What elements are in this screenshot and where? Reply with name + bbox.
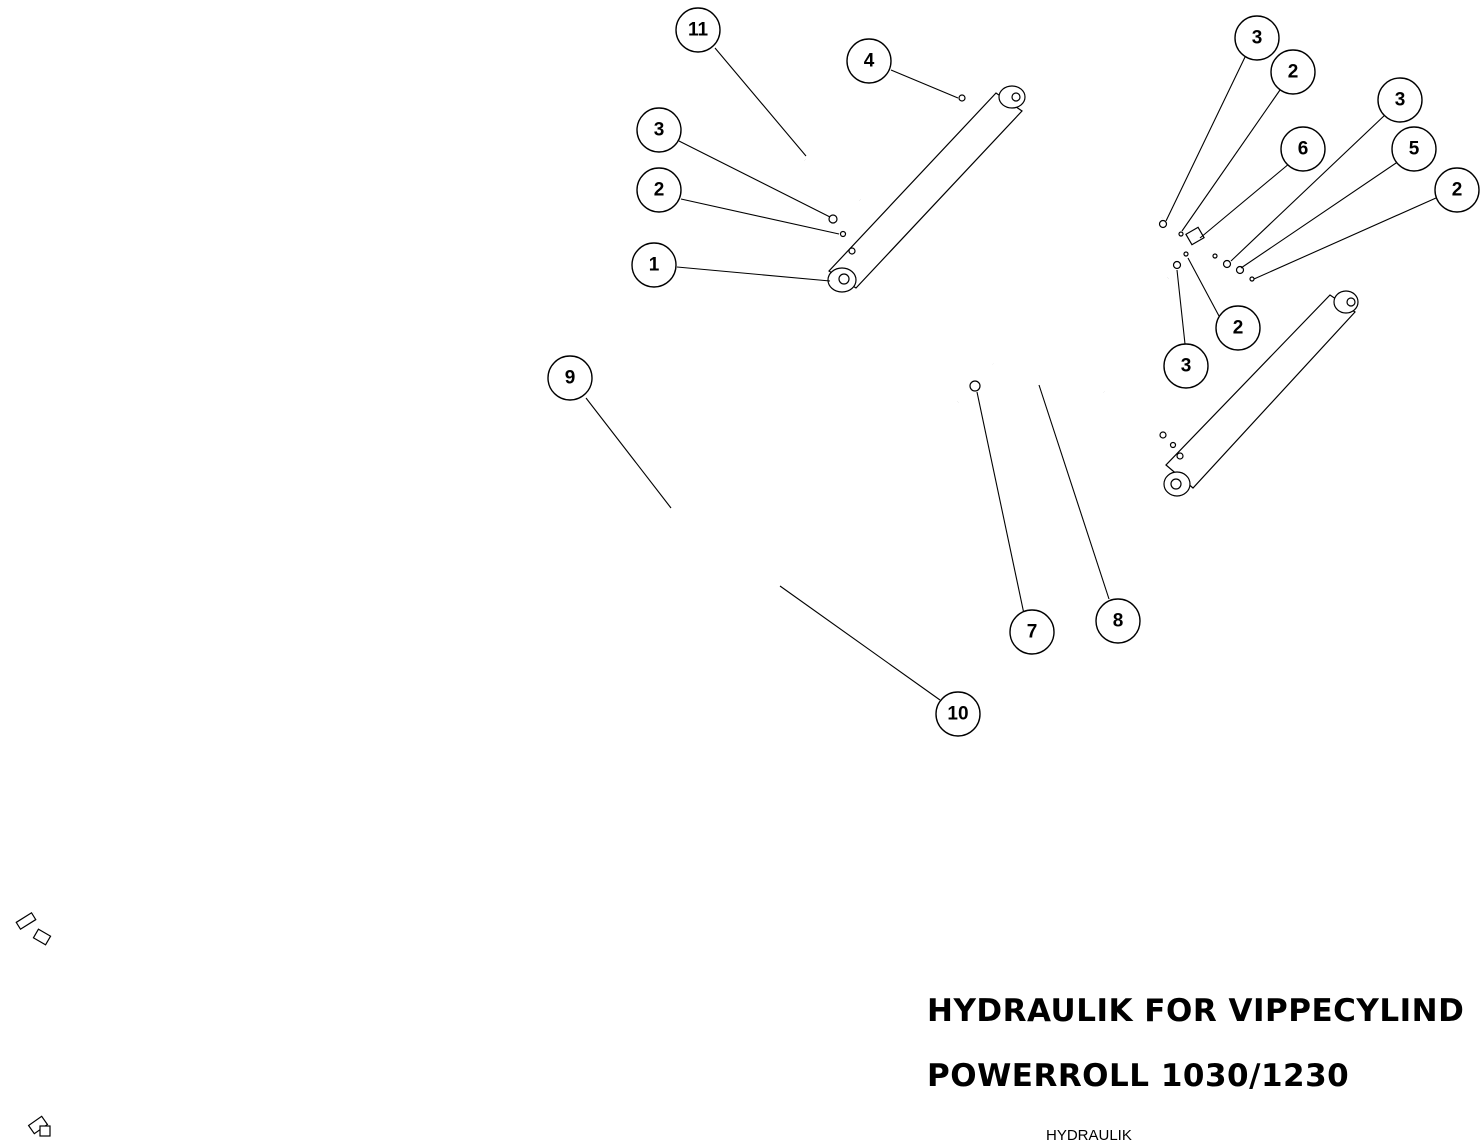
cylinder-upper	[827, 85, 1026, 293]
svg-text:11: 11	[688, 20, 709, 41]
svg-text:10: 10	[947, 704, 968, 725]
svg-text:5: 5	[1409, 139, 1420, 160]
short-hose-upper	[804, 158, 861, 202]
svg-text:9: 9	[565, 368, 576, 389]
drawing-title: HYDRAULIK FOR VIPPECYLIND	[927, 993, 1465, 1029]
short-hose-lower	[1103, 390, 1169, 433]
svg-text:2: 2	[1452, 180, 1463, 201]
svg-text:8: 8	[1113, 611, 1124, 632]
svg-text:3: 3	[654, 120, 665, 141]
callout-2-upper-left: 2	[636, 167, 682, 213]
svg-text:4: 4	[864, 51, 875, 72]
cylinder-lower	[1163, 290, 1359, 497]
section-label: HYDRAULIK	[1046, 1127, 1132, 1144]
leader-lines	[585, 47, 1437, 701]
svg-text:1: 1	[649, 255, 660, 276]
svg-text:2: 2	[1233, 318, 1244, 339]
svg-text:6: 6	[1298, 139, 1309, 160]
callout-3-mid-right: 3	[1163, 343, 1209, 389]
callout-11: 11	[675, 7, 721, 53]
callout-3-upper-left: 3	[636, 107, 682, 153]
svg-text:2: 2	[654, 180, 665, 201]
fittings	[828, 94, 1255, 449]
svg-text:7: 7	[1027, 622, 1038, 643]
callout-2-mid-right: 2	[1215, 305, 1261, 351]
svg-text:3: 3	[1252, 28, 1263, 49]
callout-6: 6	[1280, 126, 1326, 172]
drawing-subtitle: POWERROLL 1030/1230	[927, 1058, 1350, 1094]
long-pipe-9	[15, 216, 1163, 946]
svg-text:3: 3	[1181, 356, 1192, 377]
callout-1: 1	[631, 242, 677, 288]
callout-3-top-right: 3	[1234, 15, 1280, 61]
callout-2-far-right: 2	[1434, 167, 1480, 213]
callout-4: 4	[846, 38, 892, 84]
callout-8: 8	[1095, 598, 1141, 644]
svg-text:2: 2	[1288, 62, 1299, 83]
callout-2-top-right: 2	[1270, 49, 1316, 95]
callout-10: 10	[935, 691, 981, 737]
callout-3-right: 3	[1377, 77, 1423, 123]
long-hose-10	[27, 400, 959, 1137]
bent-pipe-8	[992, 277, 1169, 380]
svg-text:3: 3	[1395, 90, 1406, 111]
callout-5: 5	[1391, 126, 1437, 172]
callout-9: 9	[547, 355, 593, 401]
callout-7: 7	[1009, 609, 1055, 655]
